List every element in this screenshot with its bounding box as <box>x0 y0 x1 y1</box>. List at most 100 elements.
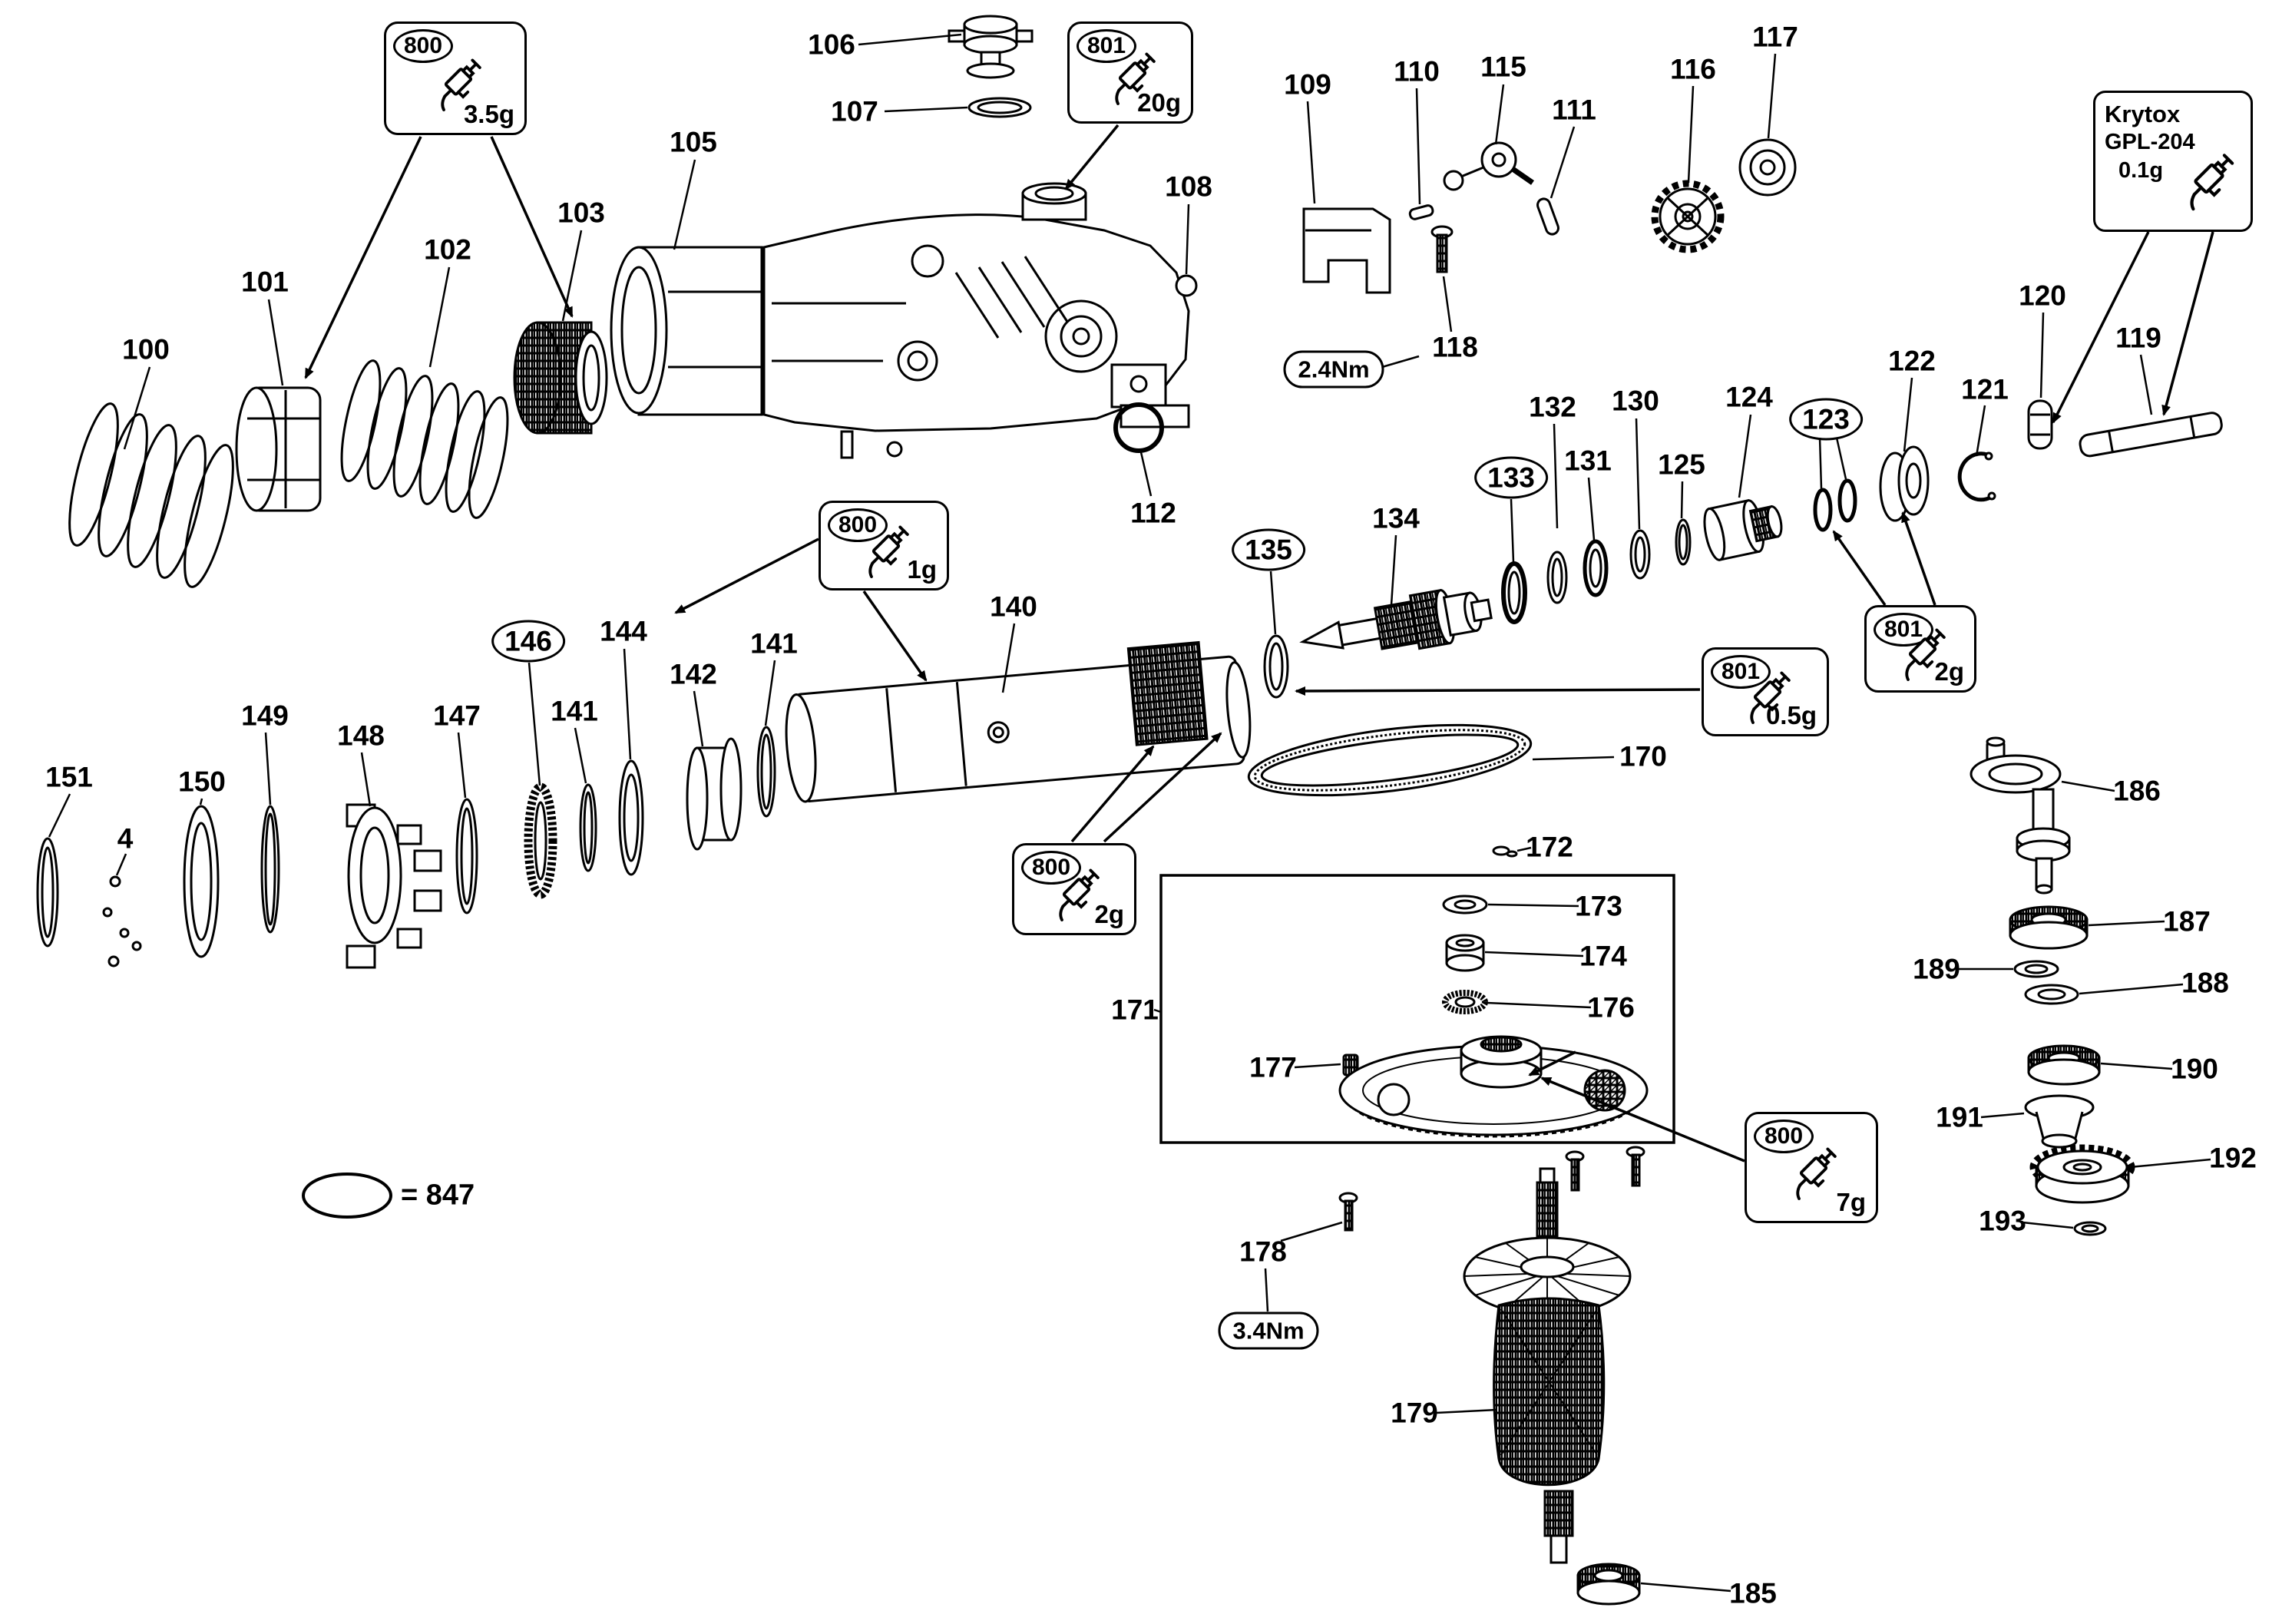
grease-code-badge: 801 <box>1874 613 1934 647</box>
part-label-148[interactable]: 148 <box>337 719 385 752</box>
grease-code-badge: 800 <box>1754 1120 1814 1153</box>
krytox-brand: Krytox <box>2105 101 2181 127</box>
part-label-186[interactable]: 186 <box>2113 775 2161 807</box>
part-174-bearing <box>1445 934 1485 972</box>
part-label-130[interactable]: 130 <box>1612 385 1659 417</box>
part-178-screws <box>1338 1146 1645 1232</box>
part-label-4[interactable]: 4 <box>117 822 134 855</box>
part-label-101[interactable]: 101 <box>241 266 289 298</box>
part-label-188[interactable]: 188 <box>2181 967 2229 999</box>
part-label-134[interactable]: 134 <box>1372 502 1420 534</box>
grease-gun-icon <box>2169 137 2249 217</box>
part-176-ring <box>1442 990 1488 1014</box>
part-label-172[interactable]: 172 <box>1526 831 1573 863</box>
part-label-116[interactable]: 116 <box>1670 53 1716 85</box>
part-label-131[interactable]: 131 <box>1564 445 1612 477</box>
part-label-106[interactable]: 106 <box>808 28 855 61</box>
part-label-105[interactable]: 105 <box>670 126 717 158</box>
part-140-cylinder <box>785 640 1252 803</box>
part-label-142[interactable]: 142 <box>670 658 717 690</box>
part-label-191[interactable]: 191 <box>1936 1101 1983 1133</box>
part-label-135[interactable]: 135 <box>1232 528 1305 571</box>
part-label-103[interactable]: 103 <box>557 197 605 229</box>
grease-code-badge: 801 <box>1711 655 1771 689</box>
part-label-132[interactable]: 132 <box>1529 391 1576 423</box>
part-label-125[interactable]: 125 <box>1658 448 1705 481</box>
grease-code-badge: 801 <box>1077 29 1137 63</box>
callout-arrows <box>304 124 2214 1163</box>
part-190-bearing <box>2027 1044 2101 1086</box>
krytox-amount: 0.1g <box>2118 158 2164 183</box>
part-147-ring <box>455 798 478 915</box>
part-116-gear <box>1651 180 1725 253</box>
part-108-ball <box>1175 274 1198 297</box>
part-label-108[interactable]: 108 <box>1165 170 1212 203</box>
part-label-100[interactable]: 100 <box>122 333 170 365</box>
part-label-111[interactable]: 111 <box>1552 94 1596 126</box>
part-label-133[interactable]: 133 <box>1474 456 1548 499</box>
part-label-112[interactable]: 112 <box>1130 497 1176 529</box>
part-109-bracket <box>1302 207 1391 294</box>
grease-code-badge: 800 <box>1021 851 1082 885</box>
part-label-141[interactable]: 141 <box>551 695 598 727</box>
grease-amount: 2g <box>1094 900 1124 928</box>
part-132-ring <box>1546 551 1568 604</box>
part-label-141[interactable]: 141 <box>750 627 798 660</box>
part-label-192[interactable]: 192 <box>2209 1142 2257 1174</box>
part-label-174[interactable]: 174 <box>1579 940 1627 972</box>
part-label-147[interactable]: 147 <box>433 700 481 732</box>
part-label-151[interactable]: 151 <box>45 761 93 793</box>
part-label-109[interactable]: 109 <box>1284 68 1331 101</box>
part-107-ring <box>967 97 1032 118</box>
part-100-spring <box>68 402 234 588</box>
part-label-176[interactable]: 176 <box>1587 991 1635 1024</box>
part-label-102[interactable]: 102 <box>424 233 471 266</box>
part-label-117[interactable]: 117 <box>1752 21 1798 53</box>
part-186-crankshaft <box>1970 736 2071 895</box>
part-label-185[interactable]: 185 <box>1729 1577 1777 1609</box>
part-label-122[interactable]: 122 <box>1888 345 1936 377</box>
part-label-170[interactable]: 170 <box>1619 740 1667 772</box>
grease-callout-800-1g: 800 1g <box>819 501 949 590</box>
part-label-120[interactable]: 120 <box>2019 279 2066 312</box>
part-label-149[interactable]: 149 <box>241 700 289 732</box>
legend-text: = 847 <box>401 1179 475 1212</box>
part-115-lever <box>1443 141 1534 191</box>
part-label-146[interactable]: 146 <box>491 620 565 663</box>
part-193-washer <box>2073 1221 2107 1236</box>
part-122-bearing <box>1879 445 1930 522</box>
part-label-150[interactable]: 150 <box>178 766 226 798</box>
part-label-187[interactable]: 187 <box>2163 905 2211 938</box>
part-label-171[interactable]: 171 <box>1111 994 1159 1026</box>
part-148-hub <box>346 803 442 969</box>
part-label-178[interactable]: 178 <box>1239 1235 1287 1268</box>
part-label-190[interactable]: 190 <box>2171 1053 2218 1085</box>
part-label-110[interactable]: 110 <box>1394 55 1440 88</box>
grease-code-badge: 800 <box>393 29 454 63</box>
part-label-140[interactable]: 140 <box>990 590 1037 623</box>
part-label-118[interactable]: 118 <box>1432 331 1478 363</box>
part-103-gear-ring <box>513 321 608 435</box>
part-label-144[interactable]: 144 <box>600 615 647 647</box>
part-191-hub <box>2024 1094 2095 1149</box>
part-label-115[interactable]: 115 <box>1480 51 1526 83</box>
part-label-173[interactable]: 173 <box>1575 890 1622 922</box>
part-label-193[interactable]: 193 <box>1979 1205 2026 1237</box>
torque-callout-3.4Nm: 3.4Nm <box>1218 1311 1319 1350</box>
part-123-rings <box>1813 478 1857 532</box>
part-label-124[interactable]: 124 <box>1725 381 1773 413</box>
legend-oval-symbol <box>302 1173 392 1219</box>
part-label-123[interactable]: 123 <box>1789 398 1863 441</box>
leader-lines <box>48 33 2211 1593</box>
part-170-band <box>1247 723 1533 797</box>
part-label-177[interactable]: 177 <box>1249 1051 1297 1083</box>
part-label-107[interactable]: 107 <box>831 95 878 127</box>
part-150-ring <box>183 805 220 958</box>
part-111-pin <box>1536 197 1559 236</box>
part-label-121[interactable]: 121 <box>1961 373 2009 405</box>
part-label-179[interactable]: 179 <box>1391 1397 1438 1429</box>
part-label-189[interactable]: 189 <box>1913 953 1960 985</box>
part-label-119[interactable]: 119 <box>2115 322 2161 354</box>
